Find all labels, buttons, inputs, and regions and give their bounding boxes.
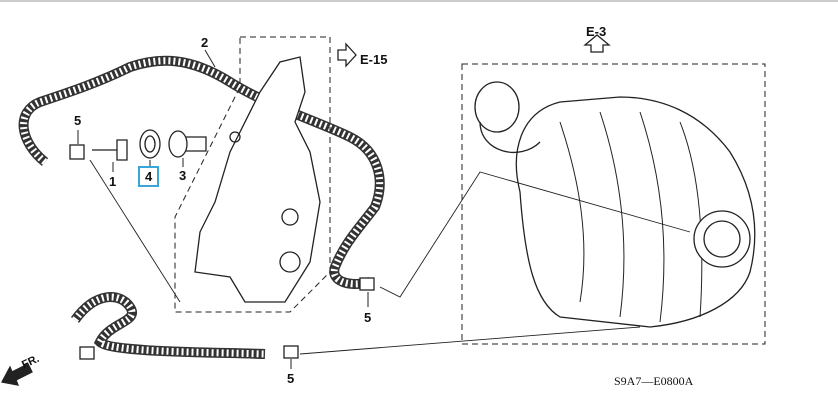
part-label-5[interactable]: 5	[287, 371, 295, 386]
throttle-body	[693, 210, 751, 268]
part-label-4-highlighted[interactable]: 4	[138, 166, 160, 187]
arrow-right-icon	[337, 42, 357, 68]
part-label-5[interactable]: 5	[74, 113, 82, 128]
pcv-valve	[92, 139, 128, 161]
part-label-1[interactable]: 1	[109, 174, 117, 189]
part-label-3[interactable]: 3	[179, 168, 187, 183]
arrow-up-icon	[583, 34, 611, 53]
part-label-5[interactable]: 5	[364, 310, 372, 325]
fitting	[168, 130, 188, 158]
clamp	[359, 277, 375, 291]
reference-e3[interactable]: E-3	[586, 24, 607, 39]
lower-hose	[70, 292, 266, 359]
resonator	[474, 81, 520, 133]
intake-manifold	[515, 96, 756, 328]
part-label-2[interactable]: 2	[201, 35, 209, 50]
reference-e15[interactable]: E-15	[360, 52, 388, 67]
clamp	[79, 346, 95, 360]
diagram-code: S9A7—E0800A	[614, 374, 694, 388]
clamp	[283, 345, 299, 359]
engine-bracket	[194, 56, 321, 303]
front-arrow-icon	[1, 363, 33, 386]
grommet	[139, 129, 161, 159]
clamp	[69, 144, 85, 160]
